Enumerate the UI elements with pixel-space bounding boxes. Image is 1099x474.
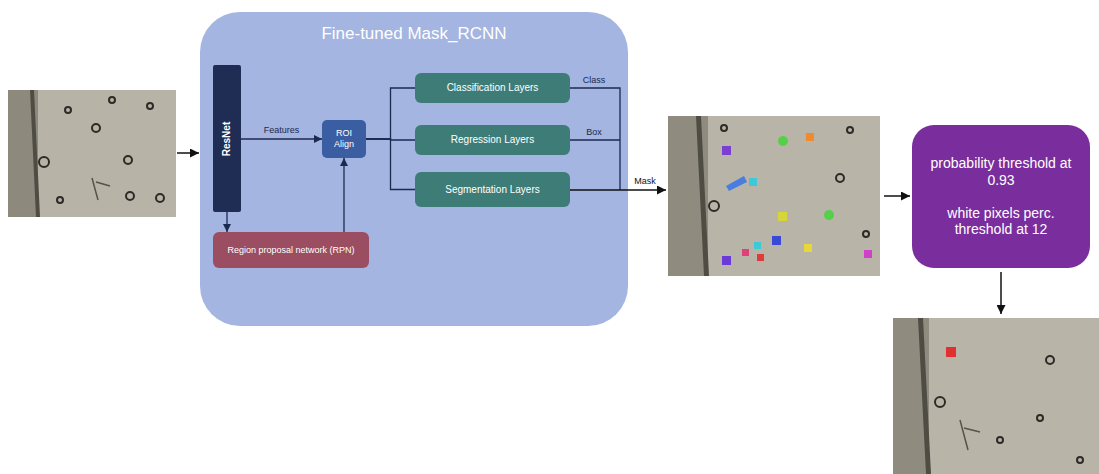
flow-arrow [177, 152, 199, 154]
image-ground [893, 318, 1099, 474]
box-label: Segmentation Layers [445, 184, 540, 196]
box-label: ResNet [221, 121, 233, 155]
kept-mask [946, 347, 956, 357]
instance-masks [722, 133, 872, 265]
image-streak [30, 90, 40, 217]
output-label: Mask [634, 177, 656, 186]
debris [960, 420, 980, 450]
bubbles [935, 356, 1083, 463]
connector [241, 138, 322, 139]
output-label: Class [583, 76, 606, 85]
container-shape [200, 12, 628, 326]
debris [92, 178, 110, 200]
image-ground [668, 116, 880, 276]
process-box: Region proposal network (RPN) [213, 232, 369, 268]
edge-label: Features [264, 126, 300, 135]
flow-arrow [1000, 272, 1002, 314]
model-container: Fine-tuned Mask_RCNN ResNet ROI AlignRegio… [200, 12, 628, 326]
class-wire [570, 88, 620, 190]
box-label: Classification Layers [447, 82, 539, 94]
mask-wire [570, 189, 666, 190]
connector [226, 212, 227, 232]
output-wires [570, 88, 666, 190]
container-fill [200, 12, 628, 326]
image-streak [918, 318, 931, 474]
connector [366, 88, 415, 139]
image-band [668, 116, 708, 276]
output-image [668, 116, 880, 276]
box-label: white pixels perc. threshold at 12 [918, 205, 1084, 239]
box-label: Region proposal network (RPN) [227, 245, 354, 256]
flow-arrow [884, 195, 910, 197]
image-streak [696, 116, 709, 276]
input-image [8, 90, 176, 217]
box-label: probability threshold at 0.93 [918, 155, 1084, 189]
bubbles [709, 125, 869, 237]
box-label: ROI Align [328, 128, 360, 150]
process-box: Regression Layers [415, 125, 570, 155]
process-box: ROI Align [322, 120, 366, 158]
connector [343, 158, 344, 232]
connector [366, 139, 415, 190]
box-wire [570, 139, 620, 140]
container-title: Fine-tuned Mask_RCNN [200, 24, 628, 44]
image-ground [8, 90, 176, 217]
process-box: Classification Layers [415, 73, 570, 103]
process-box: Segmentation Layers [415, 172, 570, 207]
flow-arrows [177, 153, 1001, 314]
box-label: Regression Layers [451, 134, 534, 146]
bubbles [39, 97, 164, 203]
backbone-bar: ResNet [213, 65, 241, 212]
output-label: Box [586, 128, 602, 137]
final-image [893, 318, 1099, 474]
threshold-box: probability threshold at 0.93 white pixel… [912, 125, 1090, 268]
